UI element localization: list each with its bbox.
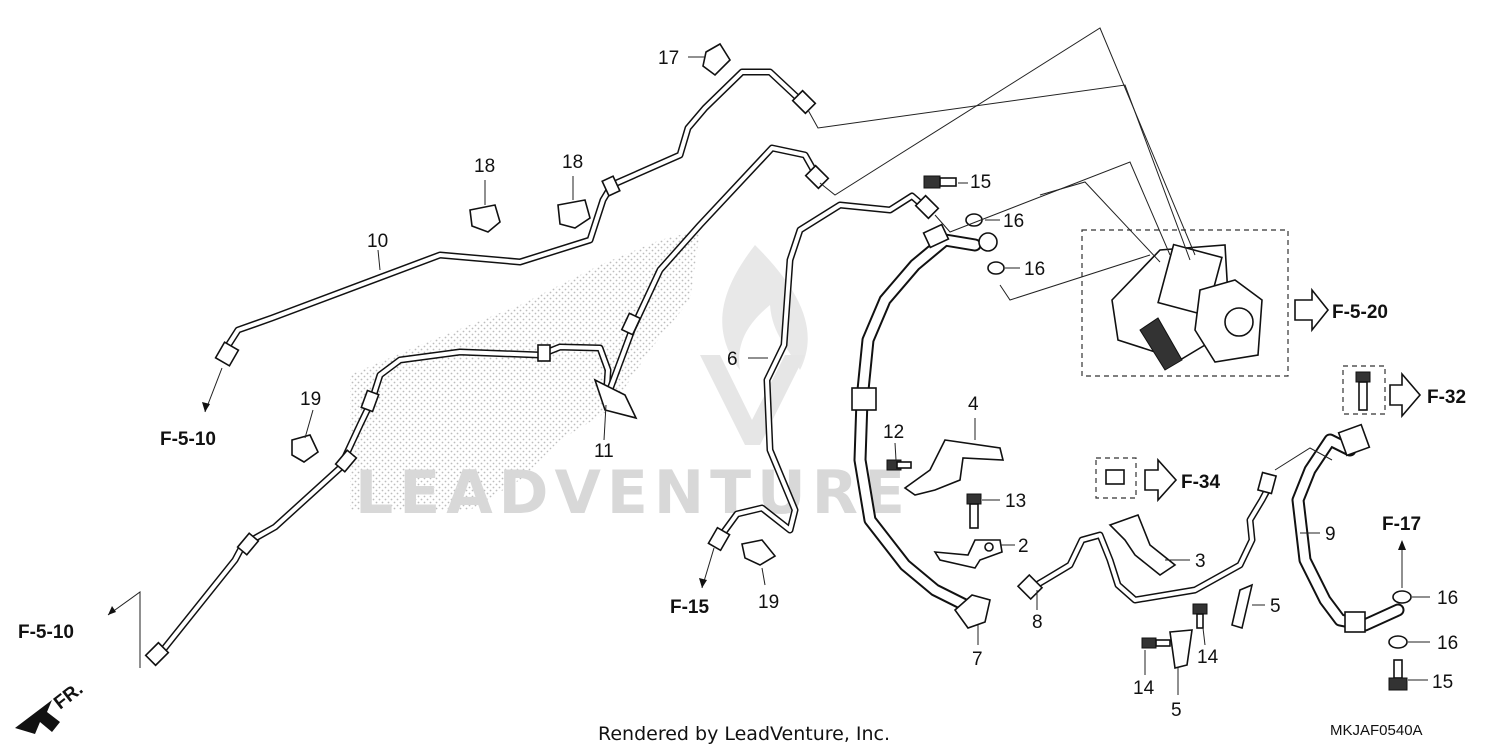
callout-16-right-upper: 16 — [1437, 588, 1458, 609]
callout-10: 10 — [367, 231, 388, 252]
ref-f-5-20[interactable]: F-5-20 — [1332, 302, 1388, 323]
f-34-reference-box — [1095, 457, 1178, 503]
callout-16-middle: 16 — [1024, 259, 1045, 280]
rendered-by-credit: Rendered by LeadVenture, Inc. — [598, 723, 890, 745]
ref-f-17[interactable]: F-17 — [1382, 514, 1421, 535]
part-18-clamp-left — [469, 204, 501, 233]
callout-17: 17 — [658, 48, 679, 69]
watermark: LEADVENTURE — [350, 230, 911, 528]
part-3-bracket — [1108, 513, 1177, 576]
part-19-clamp-right — [741, 539, 777, 566]
callout-13: 13 — [1005, 491, 1026, 512]
f-5-20-reference-arrow — [1294, 287, 1330, 333]
callout-numbers: 17 18 18 10 19 11 6 19 4 12 13 2 3 8 7 5… — [300, 48, 1458, 721]
part-7-brake-hose — [851, 223, 998, 629]
callout-12: 12 — [883, 422, 904, 443]
callout-14-left: 14 — [1133, 678, 1155, 699]
callout-18-right: 18 — [562, 152, 583, 173]
callout-9: 9 — [1325, 524, 1336, 545]
front-direction-label: FR. — [50, 679, 87, 714]
callout-7: 7 — [972, 649, 983, 670]
ref-f-5-10-upper[interactable]: F-5-10 — [160, 429, 216, 450]
callout-15-lower: 15 — [1432, 672, 1453, 693]
part-10-brake-pipe — [214, 68, 817, 367]
part-15-bolt-upper — [923, 175, 957, 189]
part-11-brake-pipe — [144, 144, 830, 667]
part-4-bracket — [903, 439, 1005, 496]
callout-4: 4 — [968, 394, 979, 415]
watermark-v-logo — [700, 355, 805, 445]
part-18-clamp-right — [557, 199, 591, 229]
callout-11: 11 — [594, 441, 614, 462]
callout-3: 3 — [1195, 551, 1206, 572]
part-5-clip-lower — [1169, 629, 1193, 669]
ref-f-32[interactable]: F-32 — [1427, 387, 1466, 408]
watermark-dotted-wing-shape — [350, 230, 700, 510]
part-14-bolt-a — [1192, 603, 1208, 629]
callout-18-left: 18 — [474, 156, 495, 177]
part-15-bolt-lower — [1388, 659, 1408, 691]
callout-16-upper: 16 — [1003, 211, 1024, 232]
abs-modulator-unit — [1081, 229, 1289, 377]
callout-5-lower: 5 — [1171, 700, 1182, 721]
part-11-junction-clip — [593, 378, 638, 420]
front-direction-arrow-icon — [15, 700, 60, 734]
part-14-bolt-b — [1141, 637, 1171, 649]
part-16-washer-c — [1392, 590, 1412, 604]
leader-lines — [107, 27, 1430, 695]
part-12-bolt — [886, 459, 912, 471]
part-16-washer-b — [987, 261, 1005, 275]
diagram-code: MKJAF0540A — [1330, 722, 1423, 739]
callout-19-right: 19 — [758, 592, 779, 613]
section-references: F-5-10 F-5-10 F-15 F-5-20 F-32 F-34 F-17 — [18, 302, 1466, 643]
part-16-washer-d — [1388, 635, 1408, 649]
callout-8: 8 — [1032, 612, 1043, 633]
callout-2: 2 — [1018, 536, 1029, 557]
part-5-clip-upper — [1231, 583, 1254, 630]
part-2-bracket — [933, 539, 1003, 569]
f-32-reference-box — [1342, 365, 1422, 419]
part-17-clamp — [702, 42, 732, 77]
callout-15-upper: 15 — [970, 172, 991, 193]
part-9-brake-hose — [1291, 423, 1405, 633]
ref-f-15[interactable]: F-15 — [670, 597, 710, 618]
callout-19-left: 19 — [300, 389, 321, 410]
callout-5-upper: 5 — [1270, 596, 1281, 617]
watermark-text: LEADVENTURE — [355, 458, 911, 528]
callout-16-right-lower: 16 — [1437, 633, 1458, 654]
ref-f-5-10-lower[interactable]: F-5-10 — [18, 622, 74, 643]
ref-f-34[interactable]: F-34 — [1181, 472, 1221, 493]
part-19-clamp-left — [291, 434, 320, 463]
callout-6: 6 — [727, 349, 738, 370]
part-13-bolt — [966, 493, 982, 529]
front-direction-indicator: FR. — [15, 679, 87, 734]
callout-14-right: 14 — [1197, 647, 1219, 668]
part-6-brake-pipe — [707, 192, 940, 552]
part-8-brake-hose — [1016, 471, 1278, 604]
